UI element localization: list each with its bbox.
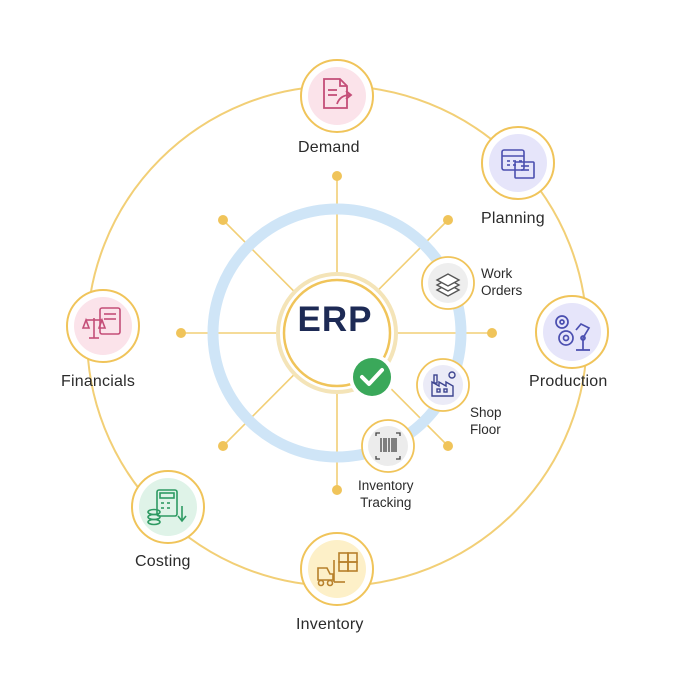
work-orders-node	[421, 256, 475, 310]
factory-icon	[431, 371, 456, 397]
inner-blue-ring	[207, 203, 467, 463]
demand-label: Demand	[298, 139, 360, 156]
inventory-tracking-label: Inventory Tracking	[358, 477, 414, 511]
robot-arm-gears-icon	[555, 315, 591, 351]
costing-label: Costing	[135, 553, 191, 570]
demand-node	[300, 59, 374, 133]
costing-node	[131, 470, 205, 544]
barcode-scanner-icon	[375, 432, 401, 460]
work-orders-label: Work Orders	[481, 265, 522, 299]
planning-node	[481, 126, 555, 200]
checkmark-icon	[349, 354, 395, 400]
inventory-tracking-node	[361, 419, 415, 473]
inventory-tracking-line-1: Inventory	[358, 478, 414, 493]
shop-floor-label: Shop Floor	[470, 404, 502, 438]
calendar-blueprint-icon	[501, 149, 535, 179]
production-label: Production	[529, 373, 608, 390]
production-node	[535, 295, 609, 369]
planning-label: Planning	[481, 210, 545, 227]
work-orders-line-1: Work	[481, 266, 513, 281]
inventory-label: Inventory	[296, 616, 364, 633]
spoke-end-dots	[176, 171, 497, 495]
inventory-node	[300, 532, 374, 606]
shop-floor-node	[416, 358, 470, 412]
financials-label: Financials	[61, 373, 136, 390]
shop-floor-line-2: Floor	[470, 422, 501, 437]
shop-floor-line-1: Shop	[470, 405, 502, 420]
scales-document-icon	[81, 307, 121, 339]
stacked-layers-icon	[435, 273, 461, 297]
document-arrow-icon	[323, 78, 353, 109]
forklift-boxes-icon	[317, 552, 358, 587]
work-orders-line-2: Orders	[481, 283, 523, 298]
erp-center-label: ERP	[297, 300, 373, 339]
financials-node	[66, 289, 140, 363]
inventory-tracking-line-2: Tracking	[360, 495, 412, 510]
calculator-coins-icon	[147, 489, 187, 526]
